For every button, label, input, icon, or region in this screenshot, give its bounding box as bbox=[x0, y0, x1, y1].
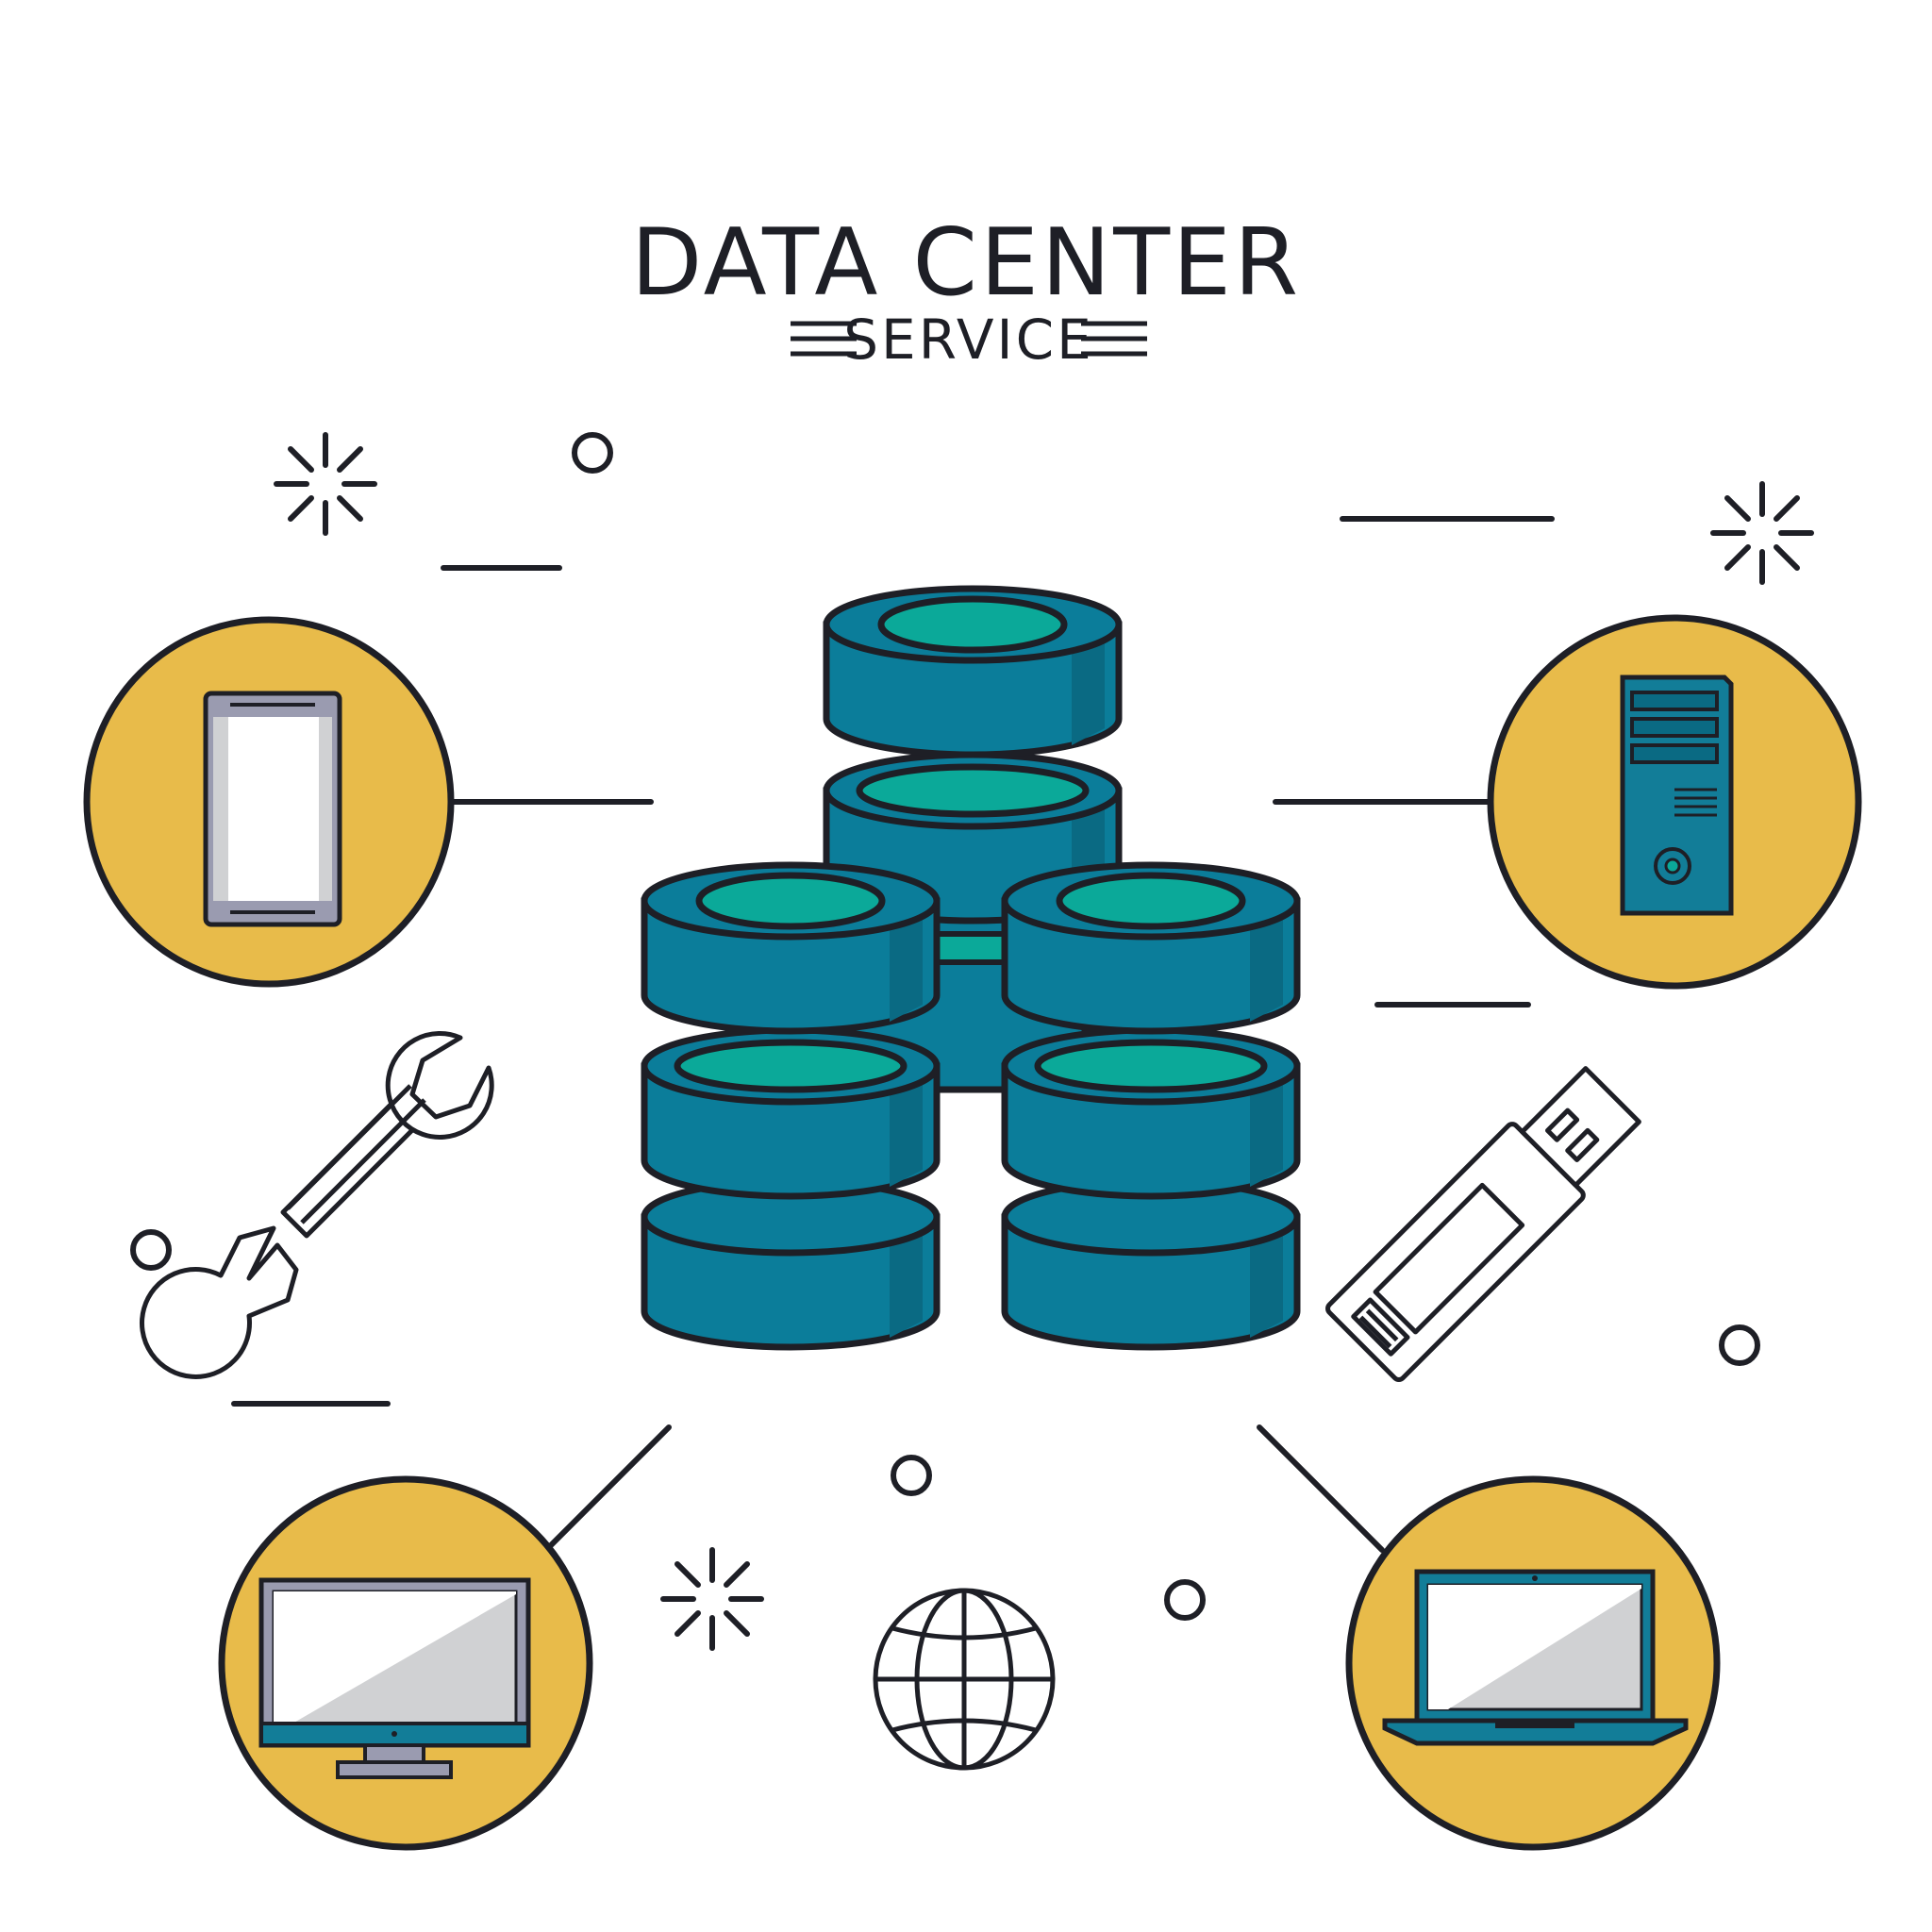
database-stack-icon bbox=[644, 589, 1297, 1347]
sparkle-icon bbox=[1713, 484, 1811, 582]
decor-dashes bbox=[231, 516, 1555, 1407]
node-smartphone bbox=[83, 616, 455, 988]
circle-dot-icon bbox=[1719, 1324, 1760, 1366]
circle-dot-icon bbox=[130, 1229, 172, 1271]
circle-dot-icon bbox=[891, 1455, 932, 1496]
sparkle-icon bbox=[663, 1550, 761, 1648]
connector-monitor bbox=[548, 1424, 672, 1548]
page-title: DATA CENTER bbox=[631, 209, 1301, 317]
decor-dots bbox=[130, 432, 1760, 1621]
wrench-icon bbox=[139, 1031, 494, 1379]
node-monitor bbox=[218, 1475, 593, 1851]
circle-dot-icon bbox=[1164, 1579, 1206, 1621]
circle-dot-icon bbox=[572, 432, 613, 474]
laptop-icon bbox=[1382, 1569, 1689, 1746]
title-block: DATA CENTER SERVICE bbox=[631, 209, 1301, 372]
subtitle-lines-right bbox=[1081, 321, 1147, 357]
page-subtitle: SERVICE bbox=[843, 308, 1094, 372]
database-stack-left bbox=[644, 865, 937, 1347]
usb-drive-icon bbox=[1325, 1066, 1641, 1382]
desktop-tower-icon bbox=[1620, 675, 1734, 916]
globe-icon bbox=[873, 1588, 1056, 1771]
connector-laptop bbox=[1257, 1424, 1385, 1553]
smartphone-icon bbox=[203, 691, 342, 927]
sparkle-icon bbox=[276, 435, 375, 533]
subtitle-lines-left bbox=[791, 321, 857, 357]
node-desktop-tower bbox=[1487, 614, 1862, 990]
connector-lines bbox=[448, 799, 1491, 1553]
monitor-icon bbox=[258, 1577, 531, 1779]
database-stack-right bbox=[1005, 865, 1297, 1347]
node-laptop bbox=[1345, 1475, 1721, 1851]
